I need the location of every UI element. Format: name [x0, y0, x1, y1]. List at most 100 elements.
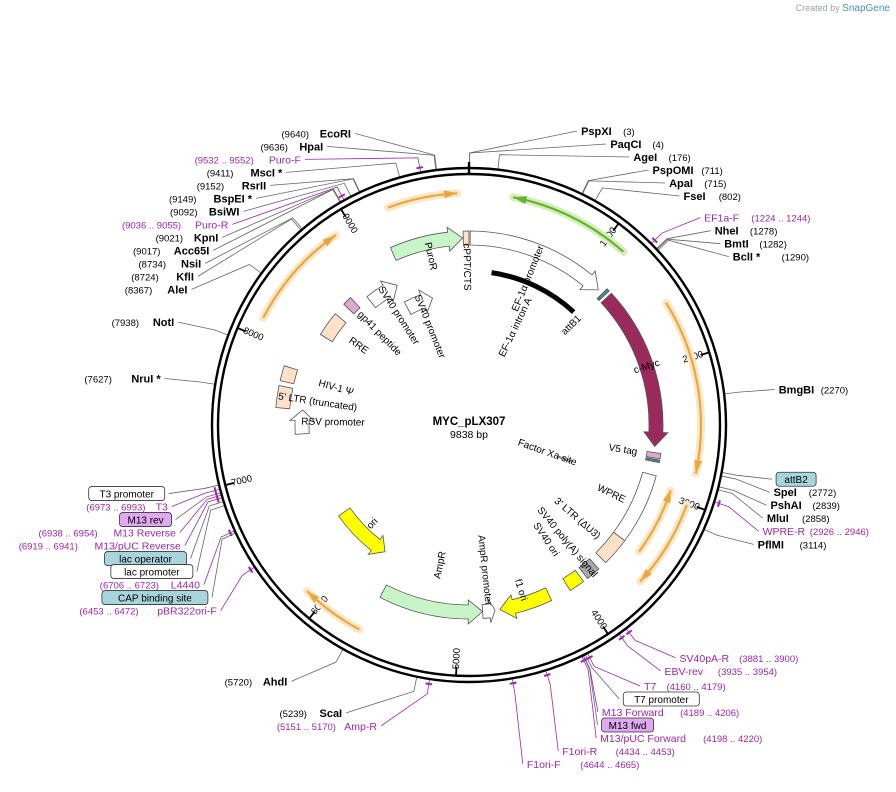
site-name: NruI *: [131, 374, 161, 386]
primer-range: (6919 .. 6941): [19, 542, 78, 553]
site-leader-line: [584, 654, 620, 700]
primer-binding-mark: [716, 500, 721, 507]
primer-binding-mark: [543, 673, 551, 677]
feature-label: HIV-1 Ψ: [317, 378, 355, 398]
site-position: (802): [719, 192, 741, 203]
tick-label: 4000: [588, 608, 609, 632]
tick-label: 5000: [451, 648, 463, 670]
brand-prefix: Created by: [795, 3, 840, 13]
feature-box-label: CAP binding site: [118, 594, 192, 605]
feature-arrow: [469, 230, 599, 291]
feature-box: [279, 365, 299, 385]
site-leader-line: [168, 484, 220, 494]
feature-box-label-bg: [775, 471, 817, 487]
site-position: (9149): [169, 194, 196, 205]
feature-box: [578, 558, 600, 580]
site-leader-line: [270, 178, 361, 193]
feature-box: [462, 230, 470, 246]
site-name: RsrII: [242, 180, 266, 192]
primer-name: WPRE-R: [763, 526, 806, 538]
feature-box: [645, 450, 662, 460]
site-name: PflMI: [758, 539, 784, 551]
site-leader-line: [497, 154, 630, 170]
site-position: (4): [652, 140, 664, 151]
primer-name: M13 Forward: [602, 707, 664, 719]
site-leader-line: [721, 472, 773, 480]
feature-box-label: M13 rev: [128, 516, 164, 527]
site-leader-line: [346, 676, 418, 714]
site-leader-line: [581, 180, 666, 195]
site-leader-line: [594, 187, 680, 202]
feature-label: RRE: [346, 335, 370, 356]
feature-arrow: [389, 226, 464, 261]
site-position: (715): [704, 179, 726, 190]
tick-mark: [225, 482, 235, 486]
site-position: (2839): [813, 501, 840, 512]
site-leader-line: [191, 264, 262, 290]
site-leader-line: [718, 486, 767, 506]
site-leader-line: [211, 532, 236, 598]
site-position: (1278): [750, 227, 777, 238]
tick-mark: [602, 626, 609, 635]
orf-arc: [665, 302, 703, 474]
site-position: (2858): [802, 514, 829, 525]
tick-mark: [696, 506, 706, 511]
site-position: (5720): [225, 677, 252, 688]
site-leader-line: [657, 239, 729, 258]
site-name: HpaI: [299, 141, 323, 153]
site-position: (8724): [131, 272, 158, 283]
primer-range: (6453 .. 6472): [79, 607, 138, 618]
site-name: PaqCI: [610, 139, 641, 151]
primer-binding-mark: [580, 658, 588, 663]
site-name: SpeI: [774, 487, 797, 499]
orf-arc-glow: [259, 231, 340, 322]
orf-arrowhead: [513, 196, 528, 205]
primer-leader-line: [625, 628, 676, 659]
site-leader-line: [720, 475, 770, 493]
site-position: (3114): [800, 540, 827, 551]
site-name: Acc65I: [174, 245, 209, 257]
feature-arrow: [379, 584, 484, 625]
plasmid-name: MYC_pLX307: [433, 416, 506, 428]
site-position: (9636): [260, 142, 287, 153]
primer-leader-line: [714, 501, 759, 532]
site-leader-line: [291, 648, 344, 682]
orf-arrowhead: [694, 459, 703, 474]
feature-label: f1 ori: [512, 578, 529, 603]
tick-mark: [308, 611, 316, 620]
primer-leader-line: [618, 633, 661, 672]
plasmid-size: 9838 bp: [450, 429, 488, 441]
primer-leader-line: [586, 652, 641, 687]
orf-arrowhead: [306, 591, 320, 604]
feature-arrow: [366, 280, 398, 309]
site-leader-line: [178, 321, 229, 336]
site-leader-line: [190, 501, 224, 559]
site-name: PspOMI: [653, 165, 694, 177]
site-name: NsiI: [181, 258, 201, 270]
feature-box-label: T7 promoter: [634, 695, 689, 706]
site-leader-line: [724, 389, 775, 395]
primer-range: (6706 .. 6723): [100, 581, 159, 592]
site-leader-line: [327, 145, 437, 171]
site-leader-line: [656, 238, 721, 250]
feature-box: [319, 313, 347, 343]
site-position: (5239): [279, 709, 306, 720]
snapgene-logo: SnapGene: [842, 3, 890, 14]
site-leader-line: [196, 505, 226, 572]
primer-name: M13 Reverse: [113, 528, 176, 540]
site-leader-line: [164, 378, 216, 385]
tick-mark: [237, 327, 247, 333]
primer-leader-line: [545, 670, 559, 752]
site-position: (9411): [207, 168, 234, 179]
primer-name: L4440: [171, 580, 200, 592]
feature-box-label-bg: [622, 691, 700, 707]
site-name: BsiWI: [209, 206, 240, 218]
feature-box-label: T3 promoter: [99, 490, 154, 501]
tick-label: 7000: [230, 473, 253, 489]
primer-leader-line: [511, 678, 524, 765]
primer-name: M13/pUC Reverse: [94, 541, 181, 553]
primer-binding-mark: [247, 566, 254, 574]
tick-mark: [700, 351, 710, 356]
site-leader-line: [655, 230, 711, 250]
